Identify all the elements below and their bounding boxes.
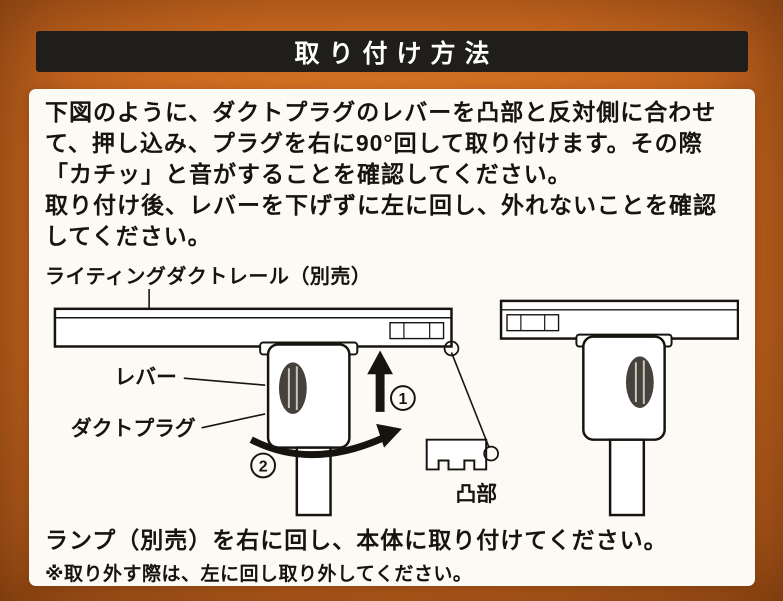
step1-number: 1	[398, 391, 407, 408]
lever-label: レバー	[114, 366, 176, 389]
removal-note-text: ※取り外す際は、左に回し取り外してください。	[45, 564, 473, 585]
instruction-paragraph-2: 取り付け後、レバーを下げずに左に回し、外れないことを確認してください。	[45, 192, 717, 249]
plug-stem-left	[295, 446, 332, 517]
lamp-instruction-text: ランプ（別売）を右に回し、本体に取り付けてください。	[45, 527, 668, 553]
section-title-bar: 取り付け方法	[36, 31, 748, 72]
tab-marker-circle	[483, 445, 499, 462]
tab-label: 凸部	[455, 482, 497, 506]
instruction-text-block: 下図のように、ダクトプラグのレバーを凸部と反対側に合わせて、押し込み、プラグを右…	[45, 97, 739, 252]
right-rail	[499, 299, 739, 340]
step2-number: 2	[259, 458, 268, 475]
step1-marker: 1	[390, 385, 416, 411]
tab-detail-crosssection	[425, 438, 499, 471]
page-title: 取り付け方法	[294, 39, 499, 68]
duct-plug-pointer-line	[201, 413, 266, 429]
tab-connector-line	[450, 352, 490, 448]
lever-left	[278, 362, 307, 414]
duct-plug-label: ダクトプラグ	[71, 417, 196, 441]
push-up-arrow	[367, 350, 393, 412]
rotate-arrow	[249, 423, 402, 459]
lever-right	[625, 356, 654, 408]
rail-end-marker-circle	[443, 340, 460, 357]
right-rail-open-end	[506, 314, 560, 332]
instruction-paragraph-1: 下図のように、ダクトプラグのレバーを凸部と反対側に合わせて、押し込み、プラグを右…	[45, 99, 717, 187]
left-rail-open-end	[389, 322, 445, 340]
step2-marker: 2	[250, 452, 277, 479]
lever-pointer-line	[183, 377, 266, 386]
duct-plug-left	[259, 341, 359, 517]
left-rail	[53, 307, 453, 348]
installation-diagram: 1 2 凸部	[53, 289, 739, 517]
duct-plug-right	[575, 333, 673, 517]
plug-stem-right	[608, 438, 646, 517]
duct-rail-label: ライティングダクトレール（別売）	[45, 266, 372, 288]
instruction-panel: 下図のように、ダクトプラグのレバーを凸部と反対側に合わせて、押し込み、プラグを右…	[29, 89, 755, 586]
